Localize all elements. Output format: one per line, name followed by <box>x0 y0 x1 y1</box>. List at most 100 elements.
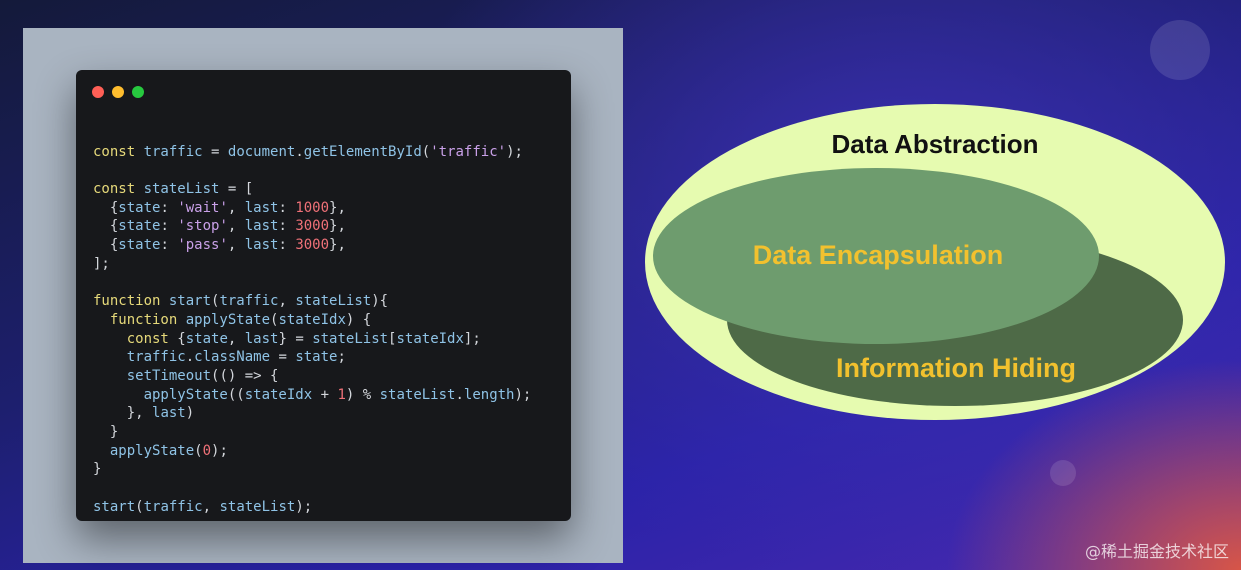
code-token: last <box>244 237 279 254</box>
code-line: function applyState(stateIdx) { <box>93 311 531 330</box>
code-token: last <box>244 218 279 235</box>
code-token: stateList <box>312 330 389 347</box>
code-token: 'traffic' <box>430 143 507 160</box>
decorative-bubble <box>1050 460 1076 486</box>
code-token: { <box>177 330 186 347</box>
code-line: setTimeout(() => { <box>93 367 531 386</box>
code-token: = <box>202 143 228 160</box>
code-token: ( <box>421 143 431 160</box>
code-token: , <box>227 199 245 216</box>
close-dot-icon <box>92 86 104 98</box>
code-token: { <box>93 237 119 254</box>
code-token: stateList <box>143 181 220 198</box>
code-token: state <box>118 237 161 254</box>
code-token: stateList <box>379 386 456 403</box>
code-token: start <box>93 498 136 515</box>
code-token: function <box>93 293 169 310</box>
code-token: traffic <box>143 143 203 160</box>
code-token: ( <box>211 293 220 310</box>
code-token: 'wait' <box>177 199 228 216</box>
code-token: } <box>93 461 102 478</box>
code-line: {state: 'stop', last: 3000}, <box>93 217 531 236</box>
code-line: applyState(0); <box>93 442 531 461</box>
code-token: = [ <box>219 181 254 198</box>
code-token: const <box>93 181 144 198</box>
code-token: const <box>93 143 144 160</box>
encapsulation-label: Data Encapsulation <box>753 240 1004 270</box>
code-window: const traffic = document.getElementById(… <box>76 70 571 521</box>
code-token: last <box>244 199 279 216</box>
code-token: ) % <box>345 386 380 403</box>
code-line: traffic.className = state; <box>93 348 531 367</box>
code-token: } = <box>278 330 313 347</box>
code-line: {state: 'pass', last: 3000}, <box>93 236 531 255</box>
decorative-bubble <box>1150 20 1210 80</box>
code-line: function start(traffic, stateList){ <box>93 292 531 311</box>
code-token: : <box>160 199 178 216</box>
code-token: : <box>278 237 296 254</box>
code-token: traffic <box>219 293 279 310</box>
inner-ellipse-data-encapsulation <box>653 168 1099 344</box>
code-token: 'pass' <box>177 237 228 254</box>
code-token: { <box>93 218 119 235</box>
code-token: applyState <box>185 311 271 328</box>
code-token: ); <box>295 498 313 515</box>
code-line: const stateList = [ <box>93 180 531 199</box>
code-token: }, <box>93 405 153 422</box>
code-token: , <box>227 218 245 235</box>
code-line: start(traffic, stateList); <box>93 498 531 517</box>
code-token: (() => { <box>211 367 279 384</box>
code-line: ]; <box>93 255 531 274</box>
code-token: stateIdx <box>396 330 464 347</box>
code-line: } <box>93 423 531 442</box>
code-token: 1 <box>337 386 346 403</box>
code-token: . <box>295 143 304 160</box>
code-token: traffic <box>93 349 186 366</box>
code-token: ( <box>194 442 203 459</box>
code-token: state <box>118 218 161 235</box>
code-token: last <box>152 405 186 422</box>
code-token: length <box>463 386 515 403</box>
code-token: { <box>93 199 119 216</box>
maximize-dot-icon <box>132 86 144 98</box>
code-token: 0 <box>202 442 212 459</box>
code-token: . <box>185 349 195 366</box>
code-token: , <box>278 293 296 310</box>
code-token: stateIdx <box>278 311 346 328</box>
code-line: } <box>93 460 531 479</box>
code-token: ) { <box>345 311 372 328</box>
code-token: 3000 <box>295 237 330 254</box>
code-token: , <box>227 330 245 347</box>
code-token: 1000 <box>295 199 330 216</box>
code-block: const traffic = document.getElementById(… <box>93 124 531 516</box>
code-token: state <box>118 199 161 216</box>
code-token: = <box>270 349 296 366</box>
code-token: (( <box>227 386 245 403</box>
window-controls <box>92 86 144 98</box>
code-token: document <box>227 143 296 160</box>
code-line: const traffic = document.getElementById(… <box>93 143 531 162</box>
code-token: stateList <box>295 293 372 310</box>
code-token: className <box>194 349 271 366</box>
code-token: }, <box>329 218 346 235</box>
code-token: state <box>295 349 338 366</box>
code-token: ); <box>506 143 523 160</box>
code-line: const {state, last} = stateList[stateIdx… <box>93 330 531 349</box>
code-token: }, <box>329 237 346 254</box>
code-token: }, <box>329 199 346 216</box>
code-token: . <box>455 386 464 403</box>
code-token: 3000 <box>295 218 330 235</box>
code-token: ; <box>337 349 346 366</box>
code-line: applyState((stateIdx + 1) % stateList.le… <box>93 386 532 405</box>
code-token: start <box>168 293 212 310</box>
code-token: ){ <box>371 293 389 310</box>
code-token: applyState <box>93 386 228 403</box>
code-token: getElementById <box>303 143 422 160</box>
code-token: state <box>185 330 228 347</box>
code-token: ]; <box>463 330 481 347</box>
code-token: applyState <box>93 442 195 459</box>
code-token: : <box>160 237 178 254</box>
information-hiding-label: Information Hiding <box>836 353 1076 383</box>
code-token: traffic <box>143 498 203 515</box>
